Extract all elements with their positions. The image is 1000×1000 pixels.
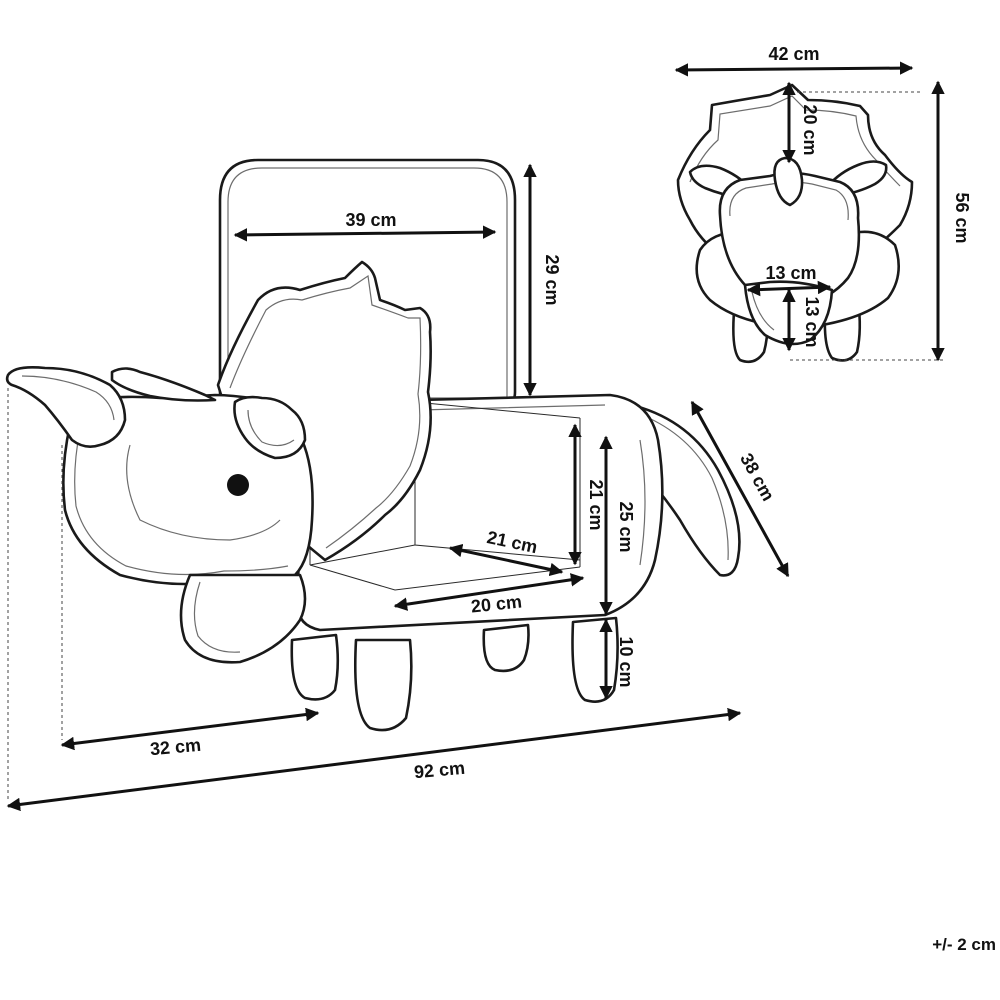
dim-line-21cm-d: [448, 543, 564, 577]
tolerance-note: +/- 2 cm: [932, 935, 996, 954]
dim-line-20cm-w: [393, 573, 585, 611]
side-view-illustration: [5, 158, 741, 732]
dim-line-38cm: [690, 400, 790, 578]
label-snout-height: 13 cm: [802, 296, 822, 347]
label-leg-height: 10 cm: [616, 636, 636, 687]
dim-line-92cm: [6, 707, 742, 812]
label-front-width: 42 cm: [768, 44, 819, 64]
dimension-lines: [6, 61, 945, 812]
legs-outline: [290, 616, 619, 732]
eye-icon: [227, 474, 249, 496]
head-outline: [5, 366, 314, 664]
label-frill-height: 20 cm: [800, 104, 820, 155]
label-total-height: 56 cm: [952, 192, 972, 243]
dim-line-42cm: [674, 61, 914, 77]
label-seat-height: 25 cm: [616, 501, 636, 552]
front-view-illustration: [676, 83, 914, 364]
dim-line-13cm-w: [746, 280, 832, 297]
dimension-labels: 39 cm 29 cm 42 cm 20 cm 56 cm 13 cm 13 c…: [149, 44, 996, 954]
label-box-width: 39 cm: [345, 210, 396, 230]
label-total-length: 92 cm: [413, 758, 466, 782]
dim-line-39cm: [233, 225, 497, 242]
label-storage-height: 21 cm: [586, 479, 606, 530]
label-box-height: 29 cm: [542, 254, 562, 305]
label-head-length: 32 cm: [149, 735, 202, 759]
label-snout-width: 13 cm: [765, 263, 816, 283]
